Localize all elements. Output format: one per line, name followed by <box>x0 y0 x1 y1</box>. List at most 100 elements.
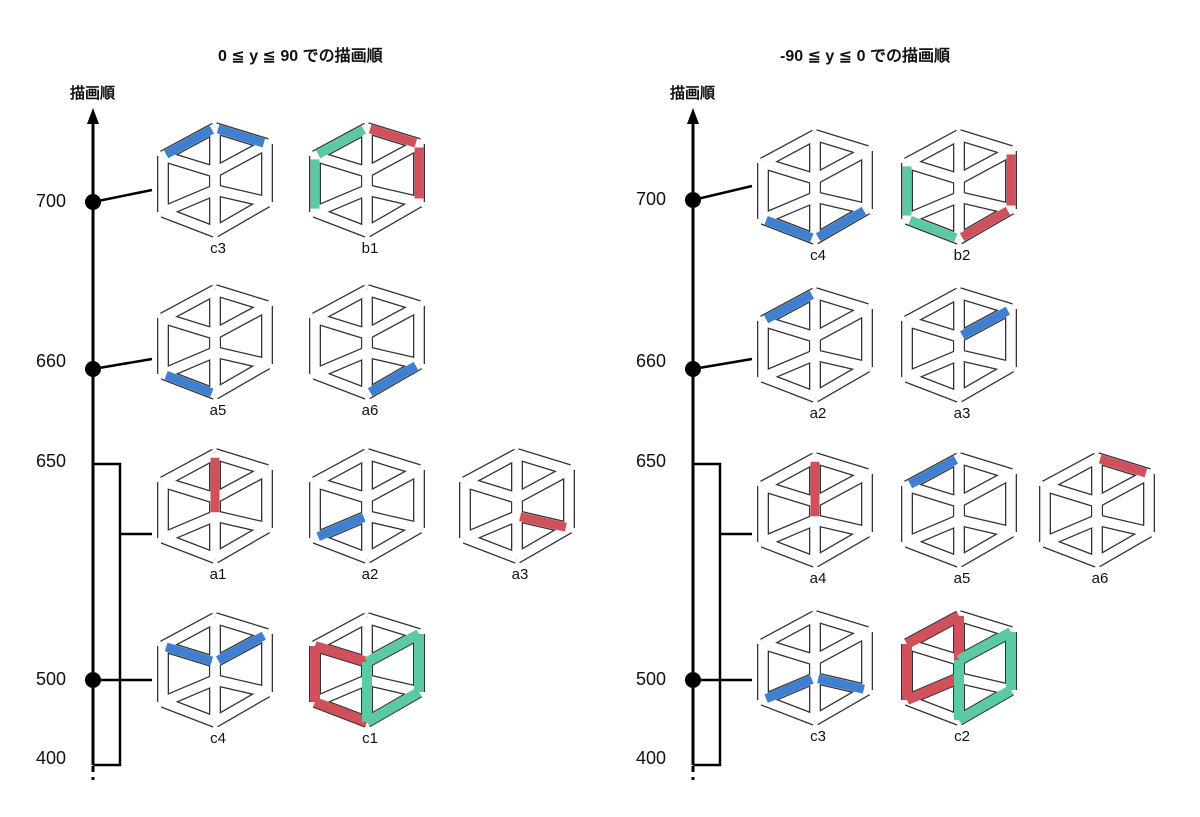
panel-right: -90 ≦ y ≦ 0 での描画順 描画順 700 660 650 500 40… <box>600 0 1200 817</box>
cube-beam <box>957 611 1013 637</box>
tick-label: 400 <box>36 748 67 768</box>
highlight-bar <box>959 206 1011 242</box>
cube-beam <box>313 207 369 237</box>
cube-beam <box>161 151 217 177</box>
cube-beam <box>160 449 218 487</box>
highlight-bar <box>907 455 959 489</box>
cube-label: a5 <box>953 570 971 587</box>
cube-beam <box>212 301 270 339</box>
cube-figure <box>901 610 1017 726</box>
highlight-bar <box>163 125 215 159</box>
cube-beam <box>760 611 818 649</box>
cube-beam <box>161 185 217 217</box>
cube-item: a4 <box>753 450 883 600</box>
cube-beam <box>213 347 269 369</box>
cube-beam <box>812 527 870 567</box>
cube-beam <box>957 673 1013 695</box>
highlight-bar <box>764 675 814 703</box>
highlight-face <box>904 611 962 649</box>
order-axis <box>685 108 753 780</box>
cube-beam <box>812 685 870 725</box>
cube-figure <box>157 448 273 564</box>
cube-beam <box>761 158 817 184</box>
cube-beam <box>760 453 818 491</box>
cube-beam <box>905 372 961 402</box>
cube-beam <box>905 639 961 665</box>
cube-figure <box>309 448 425 564</box>
cube-item: c4 <box>153 610 283 760</box>
highlight-bar <box>216 124 266 148</box>
cube-beam <box>515 449 571 475</box>
cube-beam <box>312 613 370 651</box>
cube-figure <box>757 129 873 245</box>
cube-beam <box>761 481 817 507</box>
cube-item: c1 <box>305 610 435 760</box>
tick-label: 650 <box>36 451 67 471</box>
tick-label: 500 <box>636 669 667 689</box>
axis-label: 描画順 <box>70 85 116 102</box>
cube-item: a6 <box>1035 450 1165 600</box>
cube-beam <box>161 533 217 563</box>
cube-label: c4 <box>210 730 226 747</box>
cube-beam <box>813 192 869 214</box>
tick-label: 660 <box>36 351 67 371</box>
cube-label: b1 <box>361 240 379 257</box>
cube-beam <box>161 313 217 339</box>
tick-label: 500 <box>36 669 67 689</box>
cube-beam <box>212 139 270 177</box>
cube-label: a3 <box>953 405 971 422</box>
cube-beam <box>212 465 270 503</box>
cube-beam <box>213 285 269 311</box>
cube-beam <box>813 611 869 637</box>
cube-label: a3 <box>511 566 529 583</box>
highlight-bar <box>763 290 815 324</box>
cube-beam <box>1043 537 1099 567</box>
cube-beam <box>761 639 817 665</box>
cube-item: c3 <box>753 608 883 758</box>
cube-beam <box>463 533 519 563</box>
cube-beam <box>365 347 421 369</box>
cube-figure <box>157 122 273 238</box>
cube-beam <box>761 695 817 725</box>
highlight-bar <box>519 512 567 532</box>
cube-beam <box>1042 453 1100 491</box>
highlight-face <box>313 697 369 727</box>
cube-label: c4 <box>810 247 826 264</box>
panel-left: 0 ≦ y ≦ 90 での描画順 描画順 700 660 650 500 400… <box>36 48 575 780</box>
cube-beam <box>905 316 961 342</box>
cube-beam <box>365 449 421 475</box>
cube-beam <box>213 613 269 639</box>
cube-item: b1 <box>305 120 435 270</box>
cube-item: a1 <box>153 446 283 596</box>
cube-beam <box>905 350 961 382</box>
cube-beam <box>813 515 869 537</box>
cube-beam <box>1043 515 1099 547</box>
highlight-bar <box>164 370 214 398</box>
cube-beam <box>813 288 869 314</box>
cube-beam <box>905 537 961 567</box>
cube-beam <box>364 301 422 339</box>
cube-label: a5 <box>209 402 227 419</box>
range-bracket <box>93 462 122 767</box>
cube-label: a2 <box>809 405 827 422</box>
cube-beam <box>761 316 817 342</box>
cube-beam <box>463 477 519 503</box>
cube-beam <box>313 675 369 707</box>
cube-figure <box>1039 452 1155 568</box>
cube-beam <box>812 146 870 184</box>
cube-beam <box>313 369 369 399</box>
cube-label: a4 <box>809 570 827 587</box>
highlight-face <box>956 685 1014 725</box>
highlight-bar <box>215 631 267 665</box>
cube-beam <box>212 359 270 399</box>
cube-label: a6 <box>1091 570 1109 587</box>
tick-label: 700 <box>636 189 667 209</box>
cube-beam <box>213 185 269 207</box>
cube-beam <box>313 533 369 563</box>
highlight-bar <box>959 306 1011 340</box>
panel-title: -90 ≦ y ≦ 0 での描画順 <box>780 48 950 65</box>
cube-beam <box>312 285 370 323</box>
cube-beam <box>905 695 961 725</box>
cube-beam <box>161 511 217 543</box>
cube-item: c3 <box>153 120 283 270</box>
